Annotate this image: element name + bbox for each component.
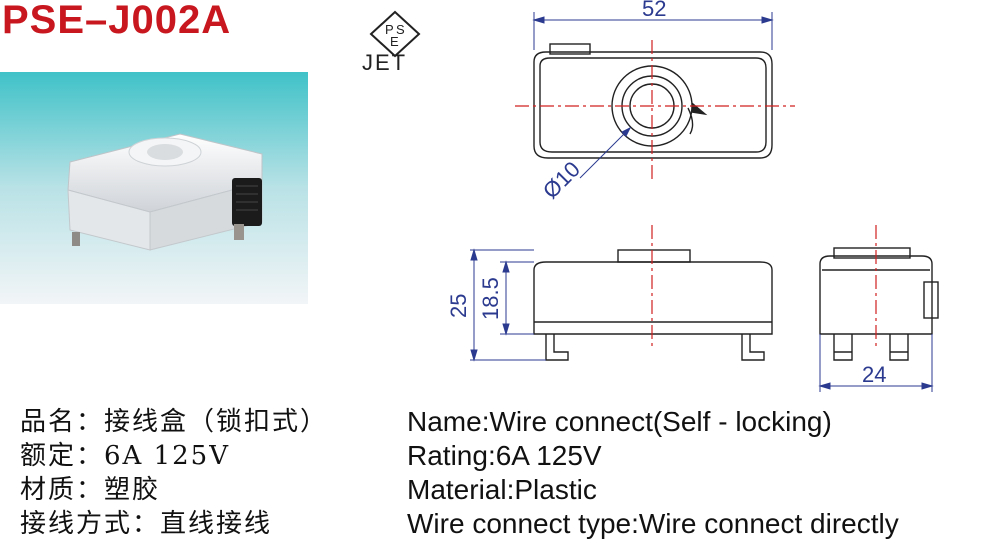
pse-letter-e: E xyxy=(390,34,399,49)
width-dimension-label: 52 xyxy=(642,0,666,21)
technical-drawing: 52 Ø10 25 18.5 24 xyxy=(446,0,939,392)
depth-dimension-label: 24 xyxy=(862,362,886,387)
spec-en-name: Name:Wire connect(Self - locking) xyxy=(407,406,832,437)
spec-zh-material: 材质：塑胶 xyxy=(20,475,161,505)
spec-zh-rating: 额定：6A 125V xyxy=(20,441,230,471)
front-view-outline xyxy=(533,261,773,335)
product-model-title: PSE–J002A xyxy=(2,0,232,42)
spec-en-wiring-type: Wire connect type:Wire connect directly xyxy=(407,508,899,539)
pse-certification-icon: P S E xyxy=(369,10,421,58)
spec-zh-wiring-type: 接线方式：直线接线 xyxy=(20,509,273,539)
jet-agency-label: JET xyxy=(362,50,408,75)
spec-en-material: Material:Plastic xyxy=(407,474,597,505)
total-height-dimension-label: 25 xyxy=(446,294,471,318)
product-photo xyxy=(0,72,308,304)
top-view-outline xyxy=(533,51,773,159)
pse-letter-p: P xyxy=(385,22,394,37)
diameter-dimension-label: Ø10 xyxy=(538,156,585,203)
spec-zh-name: 品名：接线盒（锁扣式） xyxy=(20,407,329,437)
pse-letter-s: S xyxy=(396,22,405,37)
side-view-outline xyxy=(819,255,933,335)
body-height-dimension-label: 18.5 xyxy=(478,277,503,320)
spec-en-rating: Rating:6A 125V xyxy=(407,440,602,471)
